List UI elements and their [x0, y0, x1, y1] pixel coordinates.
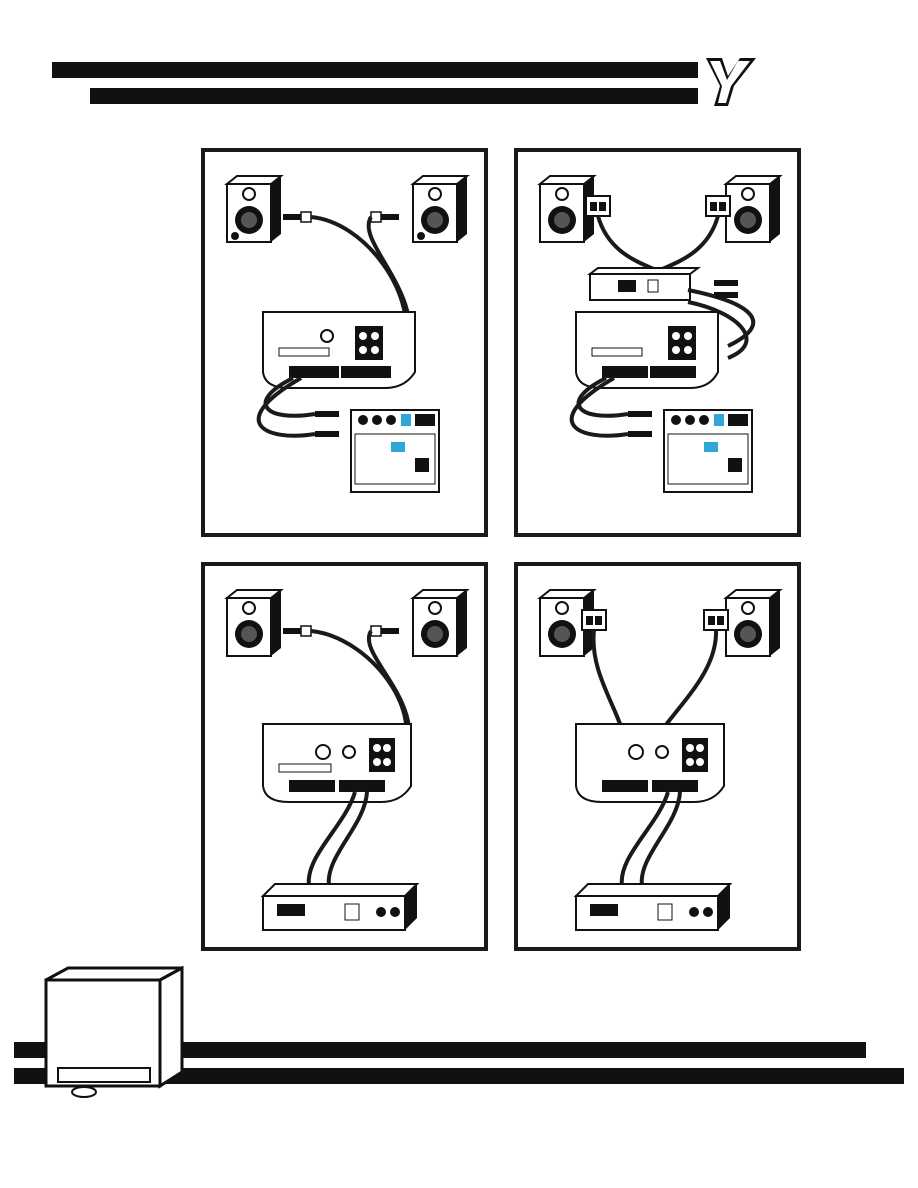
mixer-icon — [351, 410, 439, 492]
speaker-icon — [227, 590, 281, 656]
subwoofer-panel-icon — [263, 312, 415, 388]
subwoofer-cabinet-icon — [28, 966, 200, 1102]
diagram-panel-bottom-left — [201, 562, 488, 951]
diagram-panel-top-right — [514, 148, 801, 537]
brand-logo-icon — [700, 56, 758, 108]
speakon-connector-icon — [586, 196, 730, 216]
diagram-panel-bottom-right — [514, 562, 801, 951]
subwoofer-panel-icon — [263, 724, 411, 802]
speakon-connector-icon — [582, 610, 728, 630]
amplifier-icon — [576, 884, 730, 930]
header-bar-top — [52, 62, 698, 78]
speaker-icon — [726, 176, 780, 242]
subwoofer-panel-icon — [576, 724, 724, 802]
speaker-icon — [227, 176, 281, 242]
header-bar-bottom — [90, 88, 698, 104]
mixer-icon — [664, 410, 752, 492]
subwoofer-panel-icon — [576, 312, 718, 388]
speaker-icon — [413, 590, 467, 656]
diagram-panel-top-left — [201, 148, 488, 537]
rca-plug-icon — [283, 626, 399, 636]
amplifier-icon — [263, 884, 417, 930]
rca-plug-icon — [283, 212, 399, 222]
speaker-icon — [413, 176, 467, 242]
speaker-icon — [726, 590, 780, 656]
amplifier-icon — [590, 268, 698, 300]
